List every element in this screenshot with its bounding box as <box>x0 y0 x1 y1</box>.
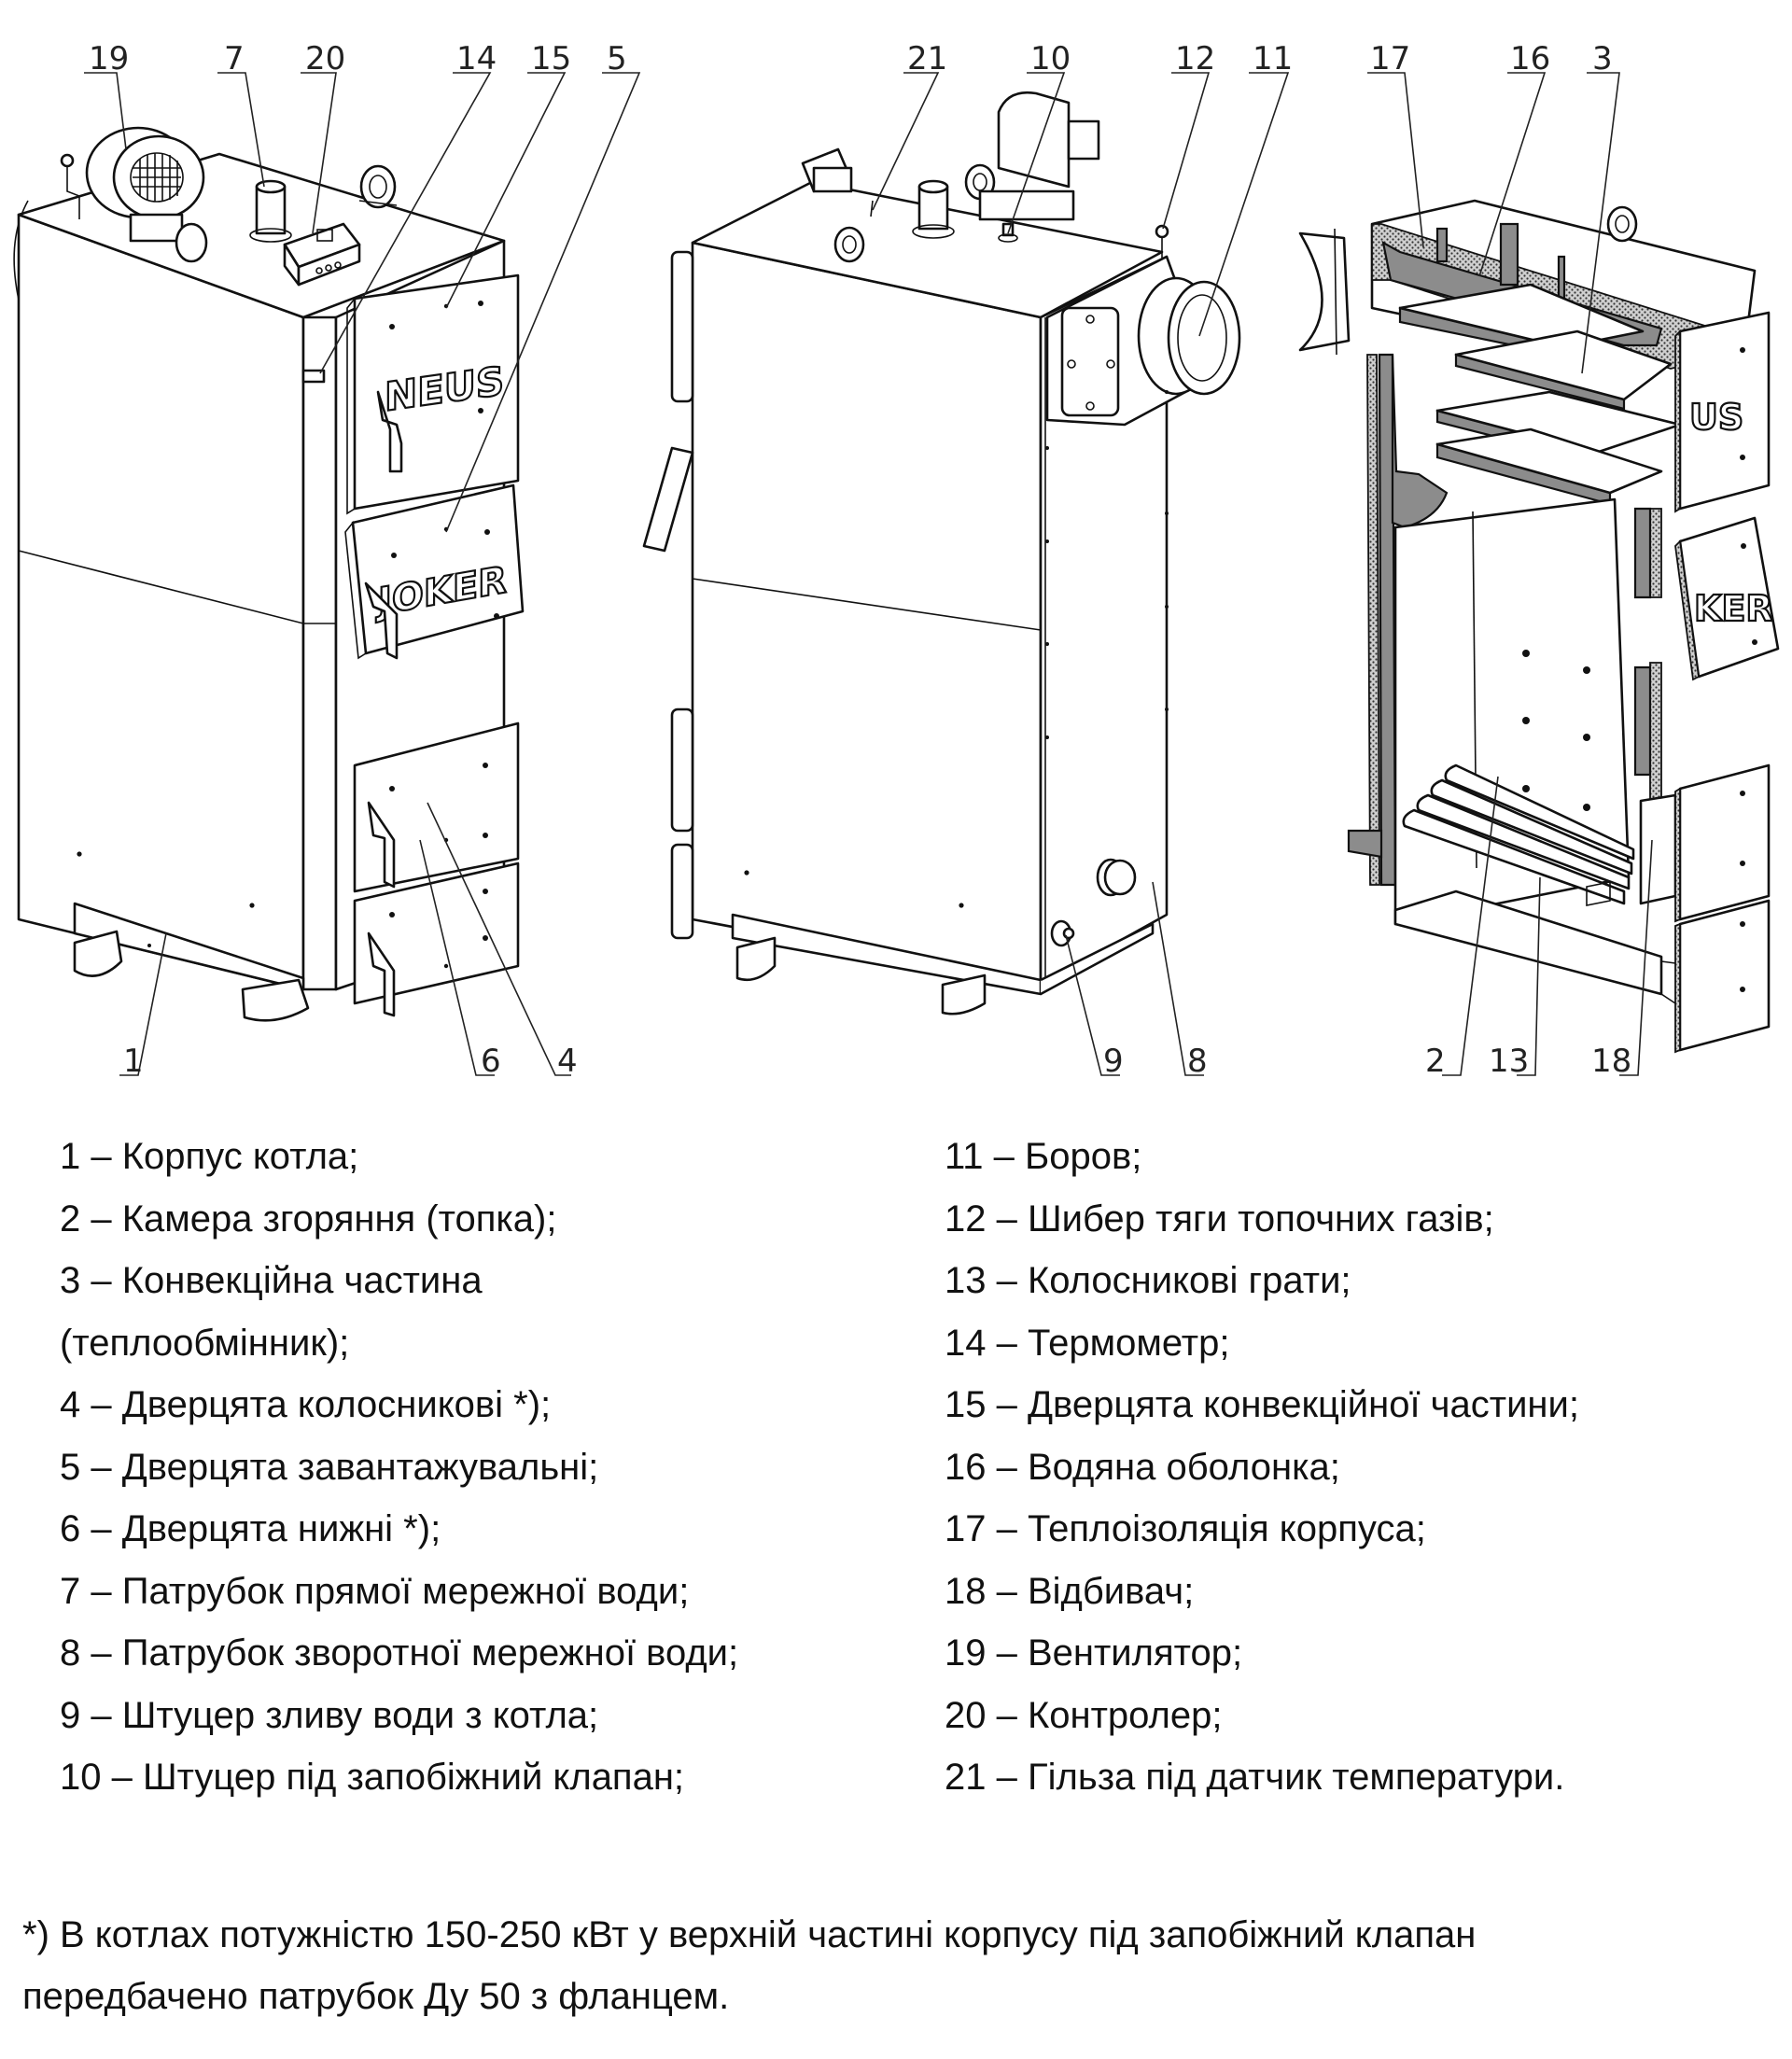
callout-10: 10 <box>1030 40 1071 77</box>
legend-item: 1 – Корпус котла; <box>60 1136 359 1177</box>
sensor-sleeve-icon <box>870 200 874 217</box>
callout-16: 16 <box>1510 40 1550 77</box>
callout-1: 1 <box>123 1043 144 1080</box>
callout-9: 9 <box>1103 1043 1124 1080</box>
lifting-eye-icon <box>358 164 398 209</box>
convection-door: NEUS <box>346 273 520 515</box>
callout-2: 2 <box>1425 1043 1446 1080</box>
deflector-icon <box>1639 793 1677 905</box>
callout-7: 7 <box>224 40 245 77</box>
supply-pipe-icon <box>249 179 292 243</box>
boiler-cutaway-view: US KER <box>1298 199 1780 1054</box>
legend-item: 10 – Штуцер під запобіжний клапан; <box>60 1757 685 1798</box>
legend-item: 8 – Патрубок зворотної мережної води; <box>60 1632 739 1674</box>
legend-item: 21 – Гільза під датчик температури. <box>945 1757 1565 1798</box>
legend-item: 16 – Водяна оболонка; <box>945 1446 1340 1488</box>
legend-item: 11 – Боров; <box>945 1136 1142 1177</box>
callout-13: 13 <box>1489 1043 1529 1080</box>
thermometer-icon <box>301 369 326 384</box>
callout-8: 8 <box>1187 1043 1208 1080</box>
legend-item: 20 – Контролер; <box>945 1694 1223 1736</box>
legend-item: 5 – Дверцята завантажувальні; <box>60 1446 599 1488</box>
boiler-front-view: NEUS JOKER <box>13 126 525 1022</box>
controller-icon <box>283 222 361 287</box>
bottom-door <box>353 861 520 1017</box>
cutaway-logo-ker: KER <box>1694 588 1773 629</box>
callout-20: 20 <box>305 40 345 77</box>
legend-item: 9 – Штуцер зливу води з котла; <box>60 1694 599 1736</box>
legend-item: 19 – Вентилятор; <box>945 1632 1243 1674</box>
loading-door: JOKER <box>344 483 525 660</box>
return-pipe-icon <box>1096 858 1137 897</box>
fan-icon <box>85 126 208 263</box>
legend-item: 13 – Колосникові грати; <box>945 1260 1351 1301</box>
legend-item: 7 – Патрубок прямої мережної води; <box>60 1570 690 1612</box>
callout-11: 11 <box>1253 40 1293 77</box>
legend-item: 4 – Дверцята колосникові *); <box>60 1384 552 1425</box>
callout-numbers: 19 7 20 14 15 5 1 6 4 21 10 12 11 9 8 17… <box>89 40 1631 1080</box>
callout-15: 15 <box>531 40 571 77</box>
legend-item: 3 – Конвекційна частина (теплообмінник); <box>60 1260 483 1364</box>
boiler-diagram: NEUS JOKER <box>13 40 1780 1080</box>
legend-item: 17 – Теплоізоляція корпуса; <box>945 1508 1426 1549</box>
callout-18: 18 <box>1591 1043 1631 1080</box>
callout-3: 3 <box>1592 40 1613 77</box>
legend-item: 18 – Відбивач; <box>945 1570 1195 1612</box>
grate-bars-icon <box>1402 763 1635 905</box>
grate-door <box>353 721 520 893</box>
callout-17: 17 <box>1370 40 1410 77</box>
callout-14: 14 <box>456 40 497 77</box>
safety-valve-fitting-icon <box>978 91 1100 243</box>
legend-left-column: 1 – Корпус котла; 2 – Камера згоряння (т… <box>60 1126 900 1809</box>
legend-item: 15 – Дверцята конвекційної частини; <box>945 1384 1579 1425</box>
legend-item: 6 – Дверцята нижні *); <box>60 1508 441 1549</box>
callout-12: 12 <box>1175 40 1215 77</box>
callout-6: 6 <box>481 1043 501 1080</box>
legend-item: 12 – Шибер тяги топочних газів; <box>945 1198 1494 1240</box>
legend-item: 2 – Камера згоряння (топка); <box>60 1198 557 1240</box>
legend-right-column: 11 – Боров; 12 – Шибер тяги топочних газ… <box>945 1126 1766 1809</box>
callout-4: 4 <box>557 1043 578 1080</box>
callout-21: 21 <box>907 40 947 77</box>
legend-item: 14 – Термометр; <box>945 1322 1230 1364</box>
callout-5: 5 <box>607 40 627 77</box>
callout-19: 19 <box>89 40 129 77</box>
boiler-back-view <box>642 91 1241 1015</box>
callout-leaders <box>84 72 1653 1076</box>
footnote: *) В котлах потужністю 150-250 кВт у вер… <box>22 1914 1477 2017</box>
drain-fitting-icon <box>1050 919 1075 947</box>
cutaway-logo-us: US <box>1689 397 1743 438</box>
flue-icon <box>1045 255 1241 427</box>
